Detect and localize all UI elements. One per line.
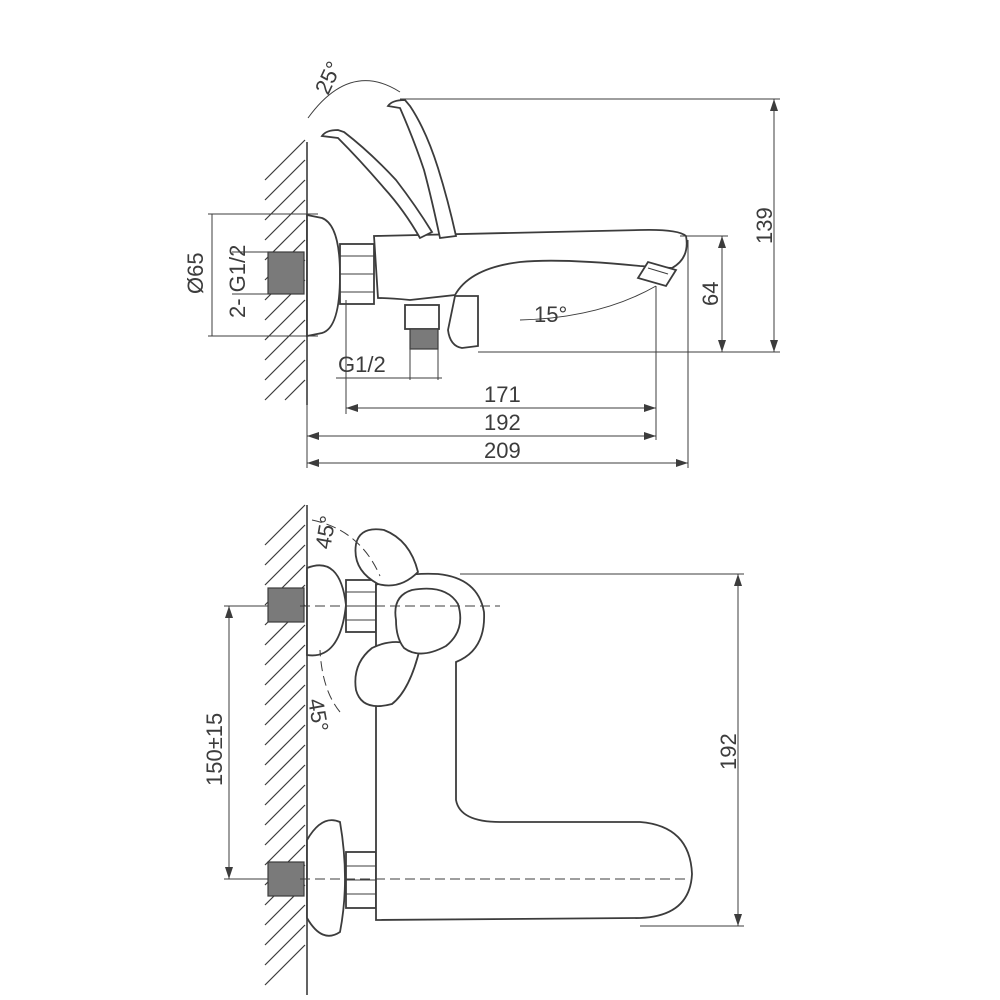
dim-flange-diameter: Ø65 [183, 252, 208, 294]
dim-192-front: 192 [716, 733, 741, 770]
front-view: 45° 45° 150±15 192 [202, 504, 744, 995]
mixer-body-front [375, 572, 693, 921]
outlet-thread-top [409, 328, 439, 350]
inlet-thread-lower [267, 861, 305, 897]
arc-15 [519, 285, 657, 321]
dim-outlet-thread: G1/2 [338, 352, 386, 377]
wall-hatching-front [264, 504, 306, 986]
dim-64: 64 [698, 282, 723, 306]
dim-209: 209 [484, 438, 521, 463]
flange-upper [306, 564, 347, 657]
handle-main-front [394, 587, 462, 655]
handle-lever-tilted [320, 129, 434, 240]
wall-flange-top [306, 213, 341, 338]
angle-45-up: 45° [310, 514, 340, 551]
dim-171: 171 [484, 382, 521, 407]
inlet-thread-top [267, 251, 305, 295]
outlet-nut-top [404, 304, 440, 330]
arc-25 [307, 80, 401, 119]
dim-inlet-thread: 2- G1/2 [225, 245, 250, 318]
handle-up-ghost [354, 528, 419, 587]
angle-15-label: 15° [534, 302, 567, 327]
top-view: 25° 15° Ø65 2- G1/2 G1/2 171 192 20 [183, 57, 780, 468]
dim-192-top: 192 [484, 410, 521, 435]
diverter-body-top [447, 295, 479, 349]
dim-139: 139 [752, 207, 777, 244]
angle-45-down: 45° [303, 697, 333, 734]
dim-spacing: 150±15 [202, 713, 227, 786]
arc-45-down [319, 649, 341, 713]
angle-25-label: 25° [310, 57, 347, 98]
aerator-top [636, 260, 678, 288]
handle-lever-upright [386, 99, 458, 239]
arc-45-up [311, 519, 381, 577]
inlet-thread-upper [267, 587, 305, 623]
wall-front [264, 504, 308, 995]
flange-lower [306, 819, 346, 937]
mixer-body-top [373, 228, 688, 301]
